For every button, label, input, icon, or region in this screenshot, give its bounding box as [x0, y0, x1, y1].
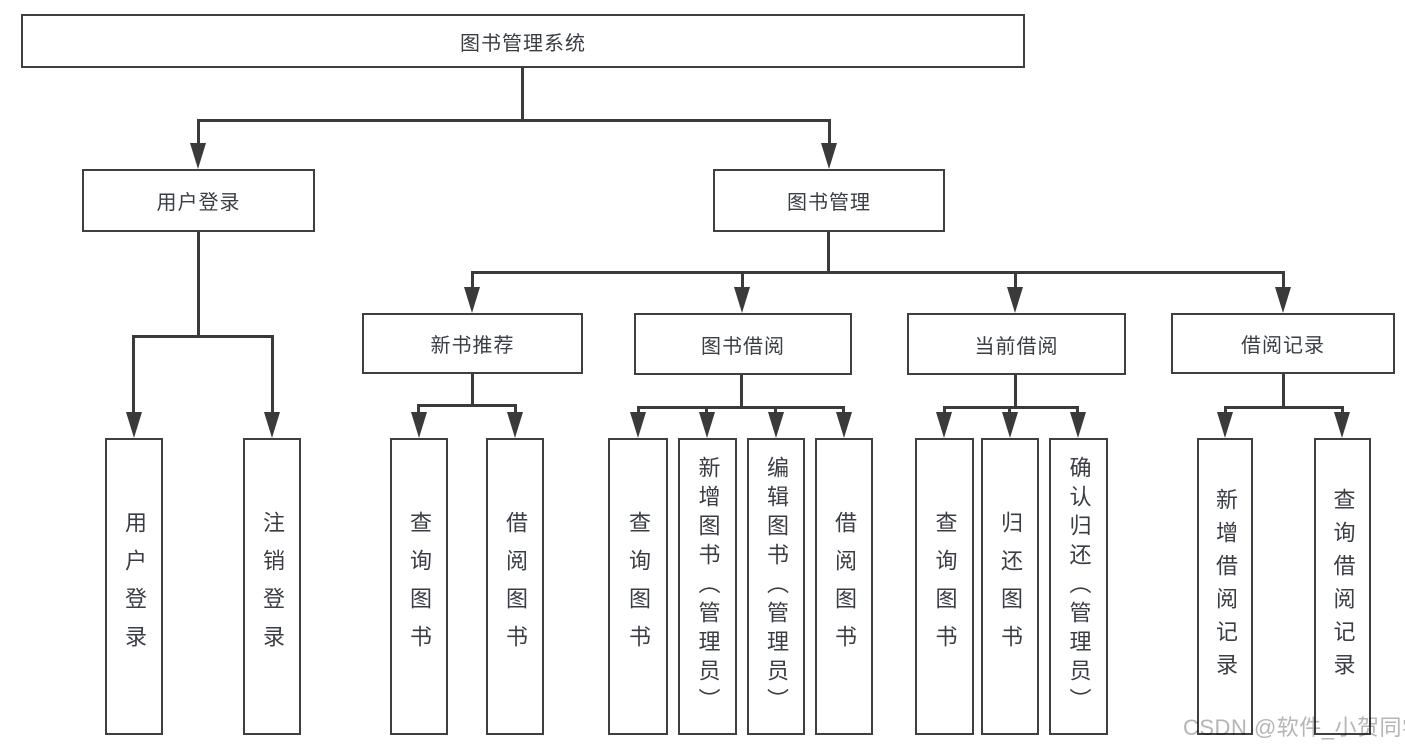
- connector-line: [197, 119, 831, 122]
- leaf-logout-label: 注销登录: [260, 510, 285, 663]
- node-root: 图书管理系统: [21, 14, 1025, 68]
- connector-arrowhead: [126, 412, 142, 438]
- connector-arrowhead: [1217, 412, 1233, 438]
- connector-arrowhead: [507, 412, 523, 438]
- leaf-add-borrow-record: 新增借阅记录: [1197, 438, 1253, 735]
- leaf-add-books-admin: 新增图书（管理员）: [678, 438, 737, 735]
- leaf-return-books-label: 归还图书: [998, 510, 1023, 663]
- leaf-user-login-label: 用户登录: [122, 510, 147, 663]
- connector-line: [1224, 406, 1344, 409]
- connector-line: [827, 232, 830, 274]
- leaf-query-books-borrow-label: 查询图书: [626, 510, 651, 663]
- connector-line: [842, 406, 845, 416]
- connector-arrowhead: [464, 287, 480, 313]
- connector-line: [943, 406, 946, 416]
- connector-arrowhead: [411, 412, 427, 438]
- leaf-query-books-current-label: 查询图书: [932, 510, 958, 663]
- leaf-edit-books-admin: 编辑图书（管理员）: [747, 438, 805, 735]
- connector-line: [637, 406, 640, 416]
- node-book-mgmt-label: 图书管理: [787, 192, 871, 214]
- connector-line: [741, 271, 744, 289]
- node-user-login: 用户登录: [82, 169, 315, 232]
- connector-line: [828, 120, 831, 148]
- leaf-borrow-books-label: 借阅图书: [832, 510, 857, 663]
- connector-line: [1224, 406, 1227, 416]
- connector-line: [271, 335, 274, 415]
- connector-line: [417, 404, 517, 407]
- connector-arrowhead: [630, 412, 646, 438]
- leaf-add-borrow-record-label: 新增借阅记录: [1213, 487, 1238, 686]
- connector-line: [197, 232, 200, 338]
- connector-line: [1282, 271, 1285, 289]
- csdn-watermark: CSDN @软件_小贺同学: [1183, 715, 1405, 740]
- node-current-borrow: 当前借阅: [907, 313, 1126, 375]
- connector-arrowhead: [936, 412, 952, 438]
- connector-line: [774, 406, 777, 416]
- connector-line: [1076, 406, 1079, 416]
- connector-line: [521, 68, 524, 121]
- connector-arrowhead: [734, 287, 750, 313]
- leaf-query-books-current: 查询图书: [915, 438, 974, 735]
- leaf-edit-books-admin-label: 编辑图书（管理员）: [764, 456, 789, 717]
- connector-line: [132, 335, 135, 415]
- node-borrow-records: 借阅记录: [1171, 313, 1395, 374]
- connector-line: [132, 335, 274, 338]
- leaf-logout: 注销登录: [243, 438, 301, 735]
- leaf-borrow-books-newbook: 借阅图书: [486, 438, 544, 735]
- node-book-borrow: 图书借阅: [634, 313, 852, 375]
- connector-arrowhead: [1070, 412, 1086, 438]
- connector-line: [471, 271, 1285, 274]
- leaf-borrow-books: 借阅图书: [815, 438, 873, 735]
- connector-line: [514, 404, 517, 416]
- leaf-query-books-newbook-label: 查询图书: [407, 510, 432, 663]
- connector-arrowhead: [190, 143, 206, 169]
- leaf-confirm-return-admin-label: 确认归还（管理员）: [1066, 456, 1092, 717]
- connector-line: [637, 406, 845, 409]
- connector-line: [417, 404, 420, 416]
- connector-arrowhead: [1002, 412, 1018, 438]
- node-user-login-label: 用户登录: [156, 192, 241, 214]
- leaf-return-books: 归还图书: [981, 438, 1039, 735]
- node-current-borrow-label: 当前借阅: [974, 335, 1059, 358]
- connector-line: [1014, 375, 1017, 408]
- leaf-query-borrow-record: 查询借阅记录: [1314, 438, 1371, 735]
- node-new-book-label: 新书推荐: [430, 335, 515, 357]
- leaf-query-books-borrow: 查询图书: [608, 438, 668, 735]
- connector-arrowhead: [1007, 287, 1023, 313]
- leaf-confirm-return-admin: 确认归还（管理员）: [1049, 438, 1108, 735]
- connector-line: [943, 406, 1079, 409]
- node-new-book: 新书推荐: [362, 313, 583, 374]
- connector-arrowhead: [836, 412, 852, 438]
- node-borrow-records-label: 借阅记录: [1241, 335, 1325, 357]
- connector-arrowhead: [1275, 287, 1291, 313]
- node-book-mgmt: 图书管理: [713, 169, 945, 232]
- node-root-label: 图书管理系统: [460, 32, 586, 55]
- connector-line: [1008, 406, 1011, 416]
- leaf-query-borrow-record-label: 查询借阅记录: [1330, 487, 1356, 686]
- leaf-borrow-books-newbook-label: 借阅图书: [503, 510, 528, 663]
- connector-line: [471, 374, 474, 407]
- connector-arrowhead: [768, 412, 784, 438]
- connector-line: [197, 120, 200, 148]
- connector-arrowhead: [821, 143, 837, 169]
- connector-line: [1014, 271, 1017, 289]
- connector-line: [1282, 374, 1285, 407]
- leaf-user-login: 用户登录: [105, 438, 163, 735]
- connector-arrowhead: [264, 412, 280, 438]
- leaf-query-books-newbook: 查询图书: [390, 438, 448, 735]
- leaf-add-books-admin-label: 新增图书（管理员）: [695, 456, 721, 717]
- connector-line: [1341, 406, 1344, 416]
- connector-line: [471, 271, 474, 289]
- connector-arrowhead: [1334, 412, 1350, 438]
- connector-arrowhead: [699, 412, 715, 438]
- node-book-borrow-label: 图书借阅: [701, 335, 785, 358]
- connector-line: [740, 375, 743, 408]
- connector-line: [705, 406, 708, 416]
